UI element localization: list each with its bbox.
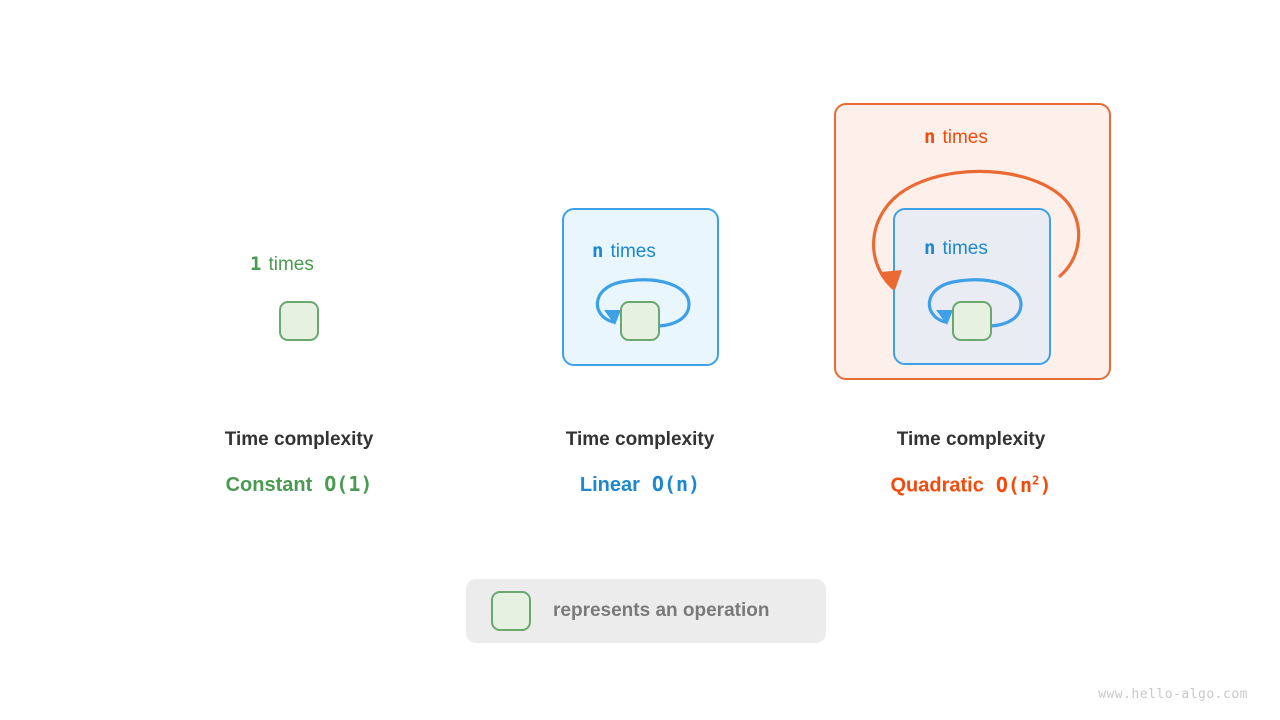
linear-loop-count-unit: times [610,241,656,262]
quadratic-outer-loop-count-value: n [924,126,936,148]
caption-title-quadratic: Time complexity [896,429,1046,450]
quadratic-inner-loop-count-value: n [924,237,936,259]
legend-panel: represents an operation [466,579,826,643]
caption-formula-constant: Constant O(1) [149,474,449,495]
watermark: www.hello-algo.com [1098,687,1248,702]
caption-title-linear: Time complexity [565,429,715,450]
operation-box-constant [279,301,319,341]
caption-formula-quadratic: Quadratic O(n2) [821,473,1121,497]
big-o-constant: O(1) [324,472,373,496]
big-o-quadratic: O(n2) [996,473,1052,497]
complexity-name-linear: Linear [579,474,640,496]
quadratic-inner-loop-arrow-icon [927,278,1023,328]
big-o-linear: O(n) [651,472,701,496]
big-o-quadratic-exponent: 2 [1031,472,1040,487]
constant-loop-count-unit: times [268,254,314,275]
linear-loop-arrow-icon [595,278,691,328]
big-o-quadratic-tail: ) [1039,472,1052,497]
quadratic-inner-loop-count-unit: times [942,238,988,259]
complexity-name-constant: Constant [225,474,313,496]
quadratic-outer-loop-arrow-icon [871,169,1081,290]
caption-constant: Time complexity Constant O(1) [149,430,449,495]
caption-quadratic: Time complexity Quadratic O(n2) [821,430,1121,496]
operation-box-quadratic [952,301,992,341]
caption-linear: Time complexity Linear O(n) [490,430,790,495]
operation-box-linear [620,301,660,341]
constant-loop-count-value: 1 [250,253,262,275]
legend-label: represents an operation [553,600,770,621]
constant-loop-count-label: 1 times [250,253,314,275]
caption-formula-linear: Linear O(n) [490,474,790,495]
caption-title-constant: Time complexity [224,429,374,450]
linear-loop-count-value: n [592,240,604,262]
complexity-name-quadratic: Quadratic [890,474,984,497]
legend-operation-swatch [491,591,531,631]
quadratic-outer-loop-count-unit: times [942,127,988,148]
big-o-quadratic-base: O(n [995,472,1032,497]
